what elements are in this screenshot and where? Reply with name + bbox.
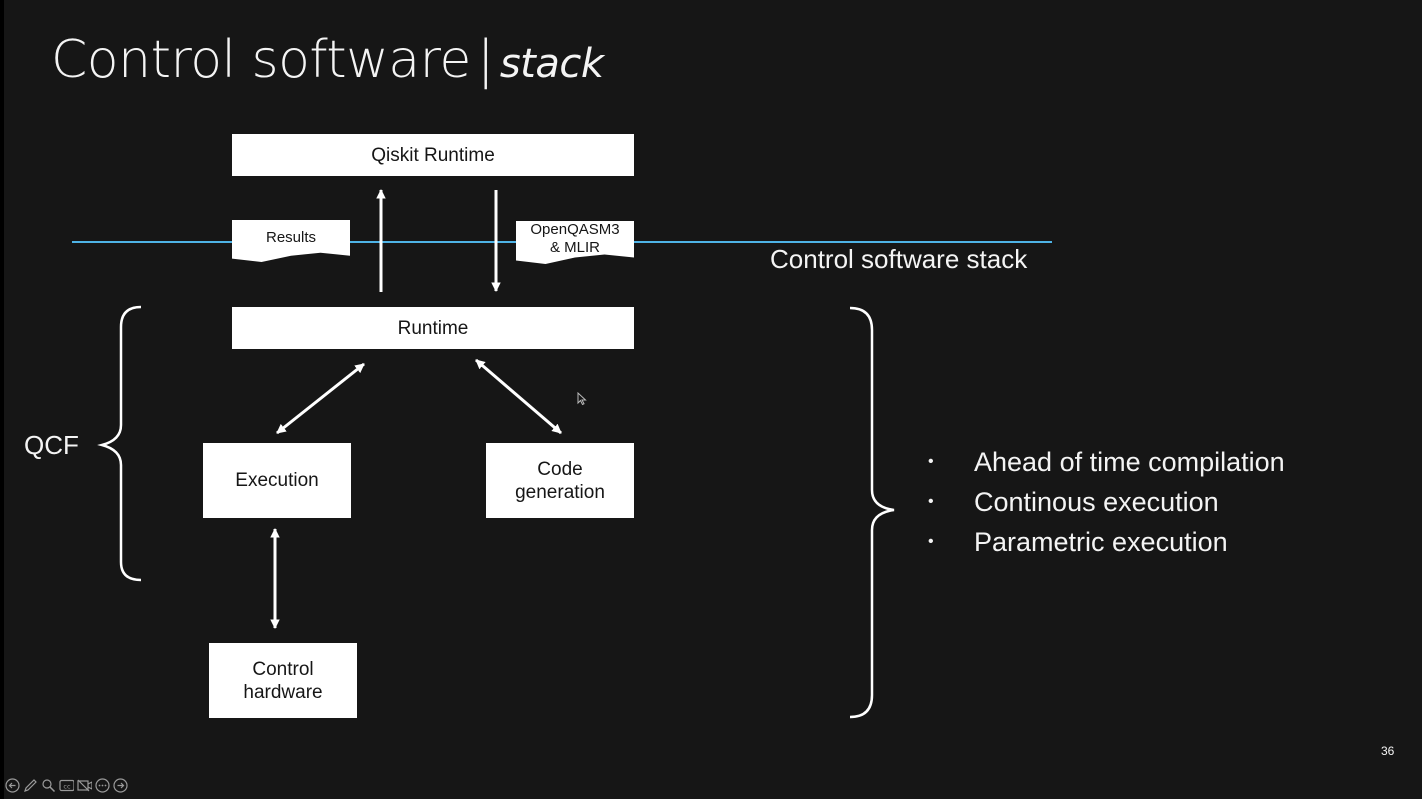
bullet-item: • Parametric execution <box>922 522 1285 562</box>
subtitles-button[interactable]: cc <box>59 778 74 793</box>
openqasm-line2: & MLIR <box>549 239 600 256</box>
zoom-icon <box>42 779 56 793</box>
bullet-dot-icon: • <box>928 453 934 470</box>
title-separator: | <box>476 30 495 90</box>
next-slide-button[interactable] <box>113 778 128 793</box>
next-slide-icon <box>113 778 128 793</box>
code-generation-line2: generation <box>515 481 605 503</box>
control-hardware-label: Control hardware <box>243 658 322 704</box>
code-generation-box: Code generation <box>486 443 634 518</box>
qcf-brace <box>97 305 142 582</box>
control-software-stack-label: Control software stack <box>770 244 1028 274</box>
control-hardware-line2: hardware <box>243 681 323 703</box>
control-hardware-box: Control hardware <box>209 643 357 718</box>
qcf-label: QCF <box>24 430 79 460</box>
slide: Control software|stack Qiskit Runtime Re… <box>4 0 1422 799</box>
arrow-runtime-execution <box>276 362 365 435</box>
openqasm-label: OpenQASM3 & MLIR <box>530 221 619 257</box>
camera-off-icon <box>77 779 92 792</box>
pen-button[interactable] <box>23 778 38 793</box>
bullet-item: • Continous execution <box>922 482 1285 522</box>
mouse-cursor-icon <box>577 392 587 406</box>
slide-title: Control software|stack <box>51 30 604 90</box>
feature-bullet-list: • Ahead of time compilation • Continous ex… <box>922 442 1285 562</box>
runtime-box: Runtime <box>232 307 634 349</box>
control-hardware-line1: Control <box>252 658 314 680</box>
slide-number: 36 <box>1381 744 1395 758</box>
execution-box: Execution <box>203 443 351 518</box>
previous-slide-icon <box>5 778 20 793</box>
previous-slide-button[interactable] <box>5 778 20 793</box>
bullet-text: Parametric execution <box>974 527 1228 557</box>
presenter-toolbar: cc <box>5 778 128 793</box>
camera-button[interactable] <box>77 778 92 793</box>
bullet-dot-icon: • <box>928 533 934 550</box>
more-options-icon <box>95 778 110 793</box>
results-document: Results <box>232 220 350 262</box>
arrow-runtime-codegen <box>475 358 562 435</box>
stack-brace <box>849 306 895 719</box>
svg-text:cc: cc <box>63 783 71 791</box>
qiskit-runtime-box: Qiskit Runtime <box>232 134 634 176</box>
title-main: Control software <box>51 30 471 90</box>
runtime-label: Runtime <box>397 317 469 339</box>
results-label: Results <box>265 229 317 246</box>
zoom-button[interactable] <box>41 778 56 793</box>
bullet-text: Ahead of time compilation <box>974 447 1285 477</box>
bullet-dot-icon: • <box>928 493 934 510</box>
code-generation-label: Code generation <box>515 458 605 504</box>
bullet-item: • Ahead of time compilation <box>922 442 1285 482</box>
pen-icon <box>24 779 37 792</box>
execution-label: Execution <box>235 470 319 491</box>
code-generation-line1: Code <box>537 458 583 480</box>
title-subtitle: stack <box>499 41 604 87</box>
subtitles-icon: cc <box>59 779 74 792</box>
openqasm-line1: OpenQASM3 <box>530 221 620 238</box>
more-options-button[interactable] <box>95 778 110 793</box>
bullet-text: Continous execution <box>974 487 1219 517</box>
qiskit-runtime-label: Qiskit Runtime <box>371 144 495 166</box>
